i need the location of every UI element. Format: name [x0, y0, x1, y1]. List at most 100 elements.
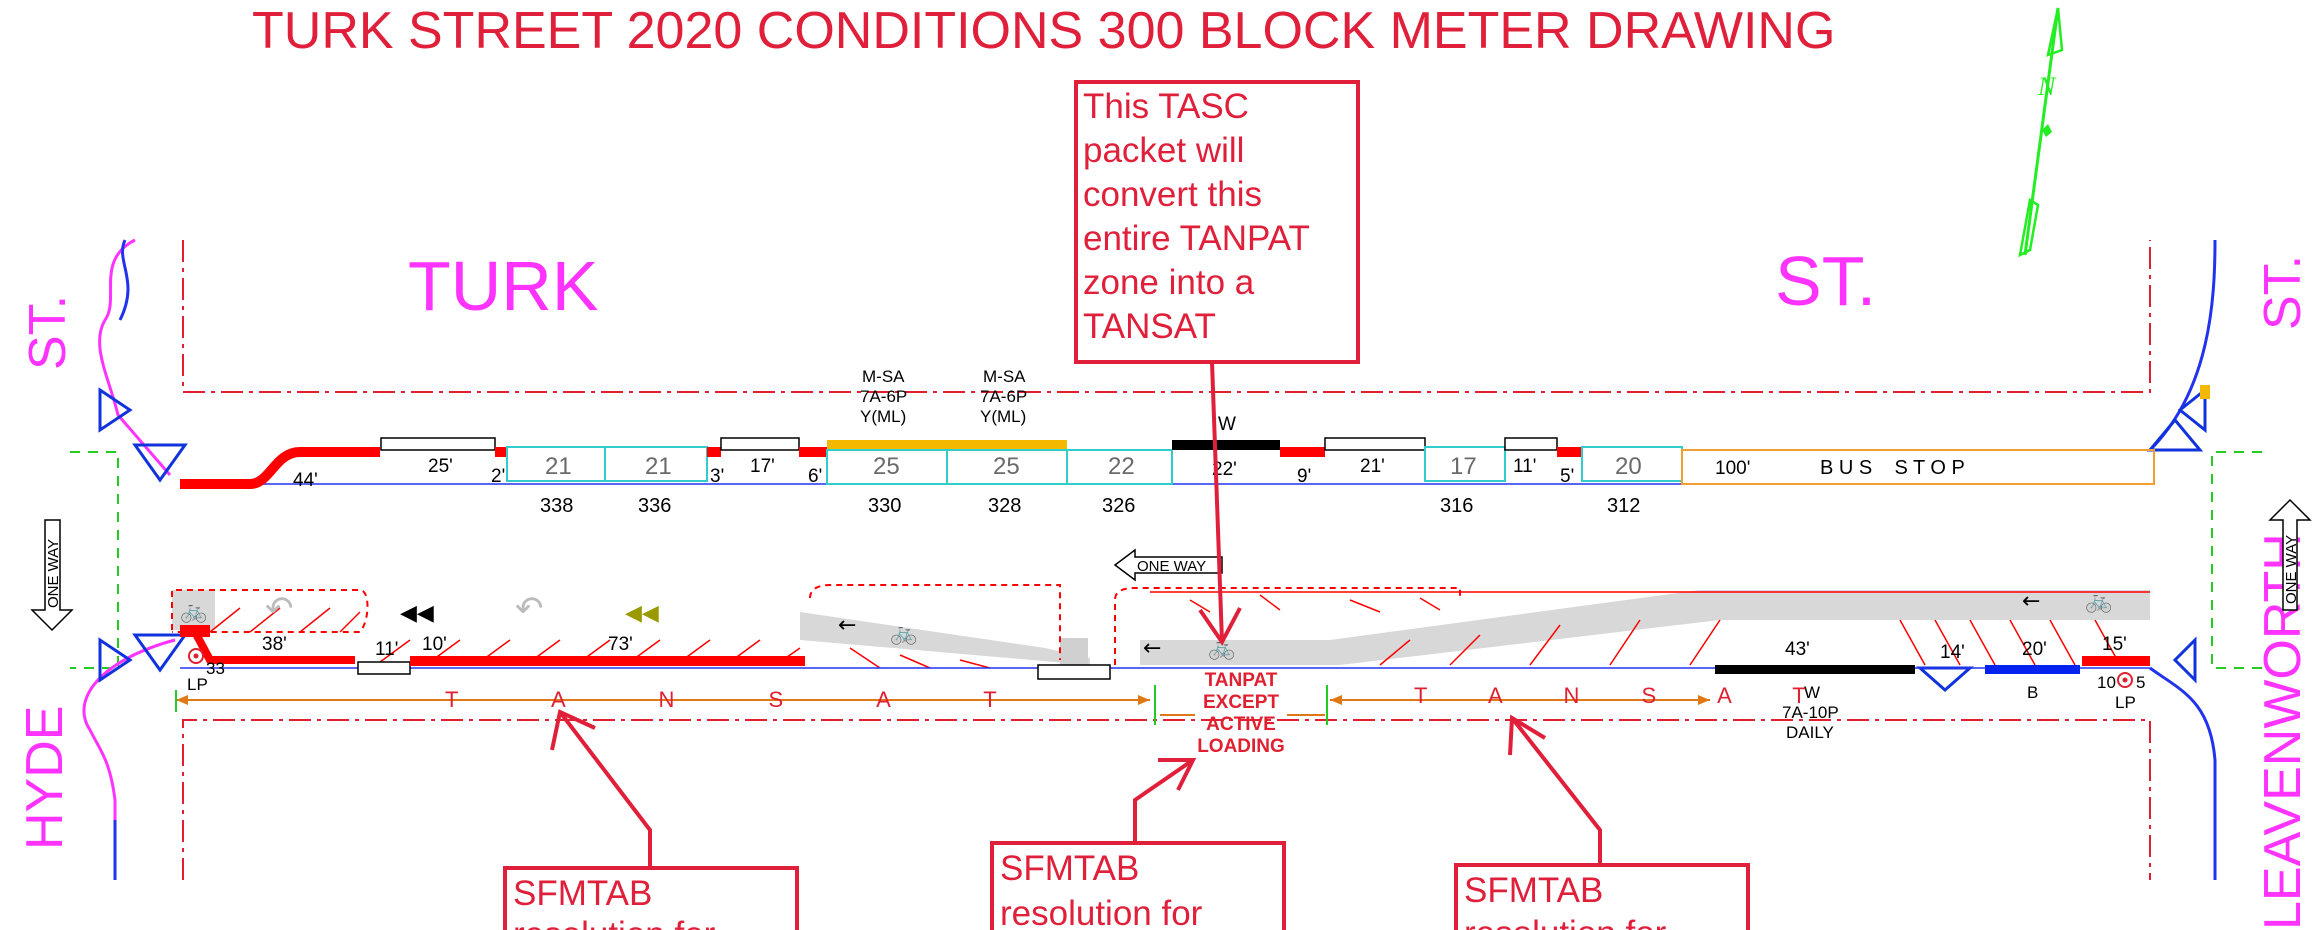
red-zone-38 [191, 630, 355, 664]
tansat-right: T A N S A T [1414, 683, 1834, 708]
svg-text:🚲: 🚲 [180, 599, 207, 624]
svg-text:43': 43' [1785, 639, 1810, 660]
svg-text:100': 100' [1715, 458, 1750, 479]
bike-lane [171, 584, 2150, 669]
property-lines [182, 240, 2151, 880]
callout-bottom-right: SFMTAB resolution for [1454, 714, 1750, 930]
one-way-icon-center: ONE WAY [1113, 548, 1223, 582]
svg-text:330: 330 [868, 495, 901, 517]
svg-text:SFMTAB: SFMTAB [513, 874, 652, 913]
svg-text:M-SA: M-SA [983, 367, 1026, 386]
svg-text:5: 5 [2136, 673, 2145, 692]
crosswalk-lines [70, 451, 2262, 669]
blue-zone-label: B [2027, 683, 2038, 702]
svg-text:44': 44' [293, 470, 318, 491]
svg-text:TANSAT: TANSAT [1083, 307, 1216, 346]
unmetered-11 [1504, 437, 1558, 451]
svg-text:resolution for: resolution for [513, 915, 716, 930]
callout-bottom-left: SFMTAB resolution for [503, 709, 799, 930]
red-2 [495, 447, 507, 457]
svg-text:TANPAT: TANPAT [1205, 670, 1278, 691]
street-hyde: HYDE [16, 706, 74, 850]
svg-text:LP: LP [2115, 693, 2136, 712]
svg-text:entire TANPAT: entire TANPAT [1083, 219, 1310, 258]
light-pole-left: 33 LP [187, 648, 225, 694]
svg-text:EXCEPT: EXCEPT [1203, 692, 1279, 713]
svg-text:14': 14' [1940, 642, 1965, 663]
svg-text:↶: ↶ [515, 589, 544, 629]
svg-text:W: W [1804, 683, 1820, 702]
svg-text:packet will: packet will [1083, 131, 1244, 170]
svg-text:7A-6P: 7A-6P [860, 387, 907, 406]
svg-text:←: ← [838, 613, 856, 638]
svg-text:Y(ML): Y(ML) [860, 407, 906, 426]
svg-text:zone into a: zone into a [1083, 263, 1255, 302]
svg-text:25': 25' [428, 456, 453, 477]
svg-text:convert this: convert this [1083, 175, 1262, 214]
meter-labels: 21 338 21 336 25 330 25 328 22 326 17 31… [540, 453, 1642, 517]
callout-top: This TASC packet will convert this entir… [1074, 80, 1360, 646]
svg-text:17': 17' [750, 456, 775, 477]
svg-text:17: 17 [1450, 453, 1477, 480]
blue-zone-south [1985, 665, 2080, 674]
meters-330-326 [826, 449, 1173, 485]
svg-text:7A-10P: 7A-10P [1782, 703, 1839, 722]
svg-text:316: 316 [1440, 495, 1473, 517]
callout-bottom-mid: SFMTAB resolution for [990, 758, 1286, 930]
yellow-zone [827, 440, 1067, 450]
svg-text:7A-6P: 7A-6P [980, 387, 1027, 406]
svg-text:←: ← [2022, 589, 2040, 614]
svg-text:◀◀: ◀◀ [625, 601, 659, 626]
svg-text:38': 38' [262, 634, 287, 655]
svg-text:Y(ML): Y(ML) [980, 407, 1026, 426]
white-zone-south-label: W 7A-10P DAILY [1782, 683, 1839, 742]
svg-text:25: 25 [993, 453, 1020, 480]
svg-text:SFMTAB: SFMTAB [1000, 849, 1139, 888]
street-hyde-st: ST. [19, 295, 77, 370]
svg-text:20: 20 [1615, 453, 1642, 480]
bike-symbol-icons: 🚲 ↶ ◀◀ ↶ ◀◀ ← 🚲 ← 🚲 ← 🚲 [180, 589, 2112, 661]
svg-text:21': 21' [1360, 456, 1385, 477]
loading-box [1037, 664, 1111, 680]
street-turk-st: ST. [1775, 242, 1876, 320]
red-south-start [180, 625, 210, 637]
svg-text:SFMTAB: SFMTAB [1464, 871, 1603, 910]
red-5 [1557, 447, 1582, 457]
svg-text:25: 25 [873, 453, 900, 480]
street-turk: TURK [408, 247, 599, 325]
svg-text:10: 10 [2097, 673, 2116, 692]
light-pole-right: 10 5 LP [2097, 672, 2145, 712]
svg-text:5': 5' [1560, 466, 1574, 487]
curb-corners [82, 238, 2217, 880]
one-way-icon-right: ONE WAY [2268, 498, 2312, 611]
svg-text:326: 326 [1102, 495, 1135, 517]
svg-text:↶: ↶ [265, 589, 294, 629]
white-zone-north-label: W [1218, 414, 1236, 435]
svg-text:11': 11' [375, 639, 398, 660]
svg-text:ONE WAY: ONE WAY [45, 539, 62, 608]
svg-text:M-SA: M-SA [862, 367, 905, 386]
meters-338-336 [506, 446, 708, 482]
svg-text:22': 22' [1212, 459, 1237, 480]
red-zone-73 [410, 656, 805, 666]
one-way-icon-left: ONE WAY [30, 519, 74, 632]
svg-text:328: 328 [988, 495, 1021, 517]
white-zone-north [1172, 440, 1280, 450]
svg-text:15': 15' [2102, 634, 2127, 655]
street-leavenworth-st: ST. [2254, 255, 2312, 330]
north-arrow-icon: N [2018, 7, 2064, 258]
red-9 [1280, 447, 1325, 457]
tansat-left: T A N S A T [445, 687, 1041, 712]
drawing-title: TURK STREET 2020 CONDITIONS 300 BLOCK ME… [252, 2, 1835, 60]
zone-dimension-lines [175, 685, 1710, 725]
south-segment-labels: 38' 11' 10' 73' 43' 14' 20' 15' [262, 634, 2127, 663]
svg-text:resolution for: resolution for [1464, 914, 1667, 930]
unmetered-17 [720, 437, 800, 451]
white-zone-south [1715, 665, 1915, 674]
svg-text:6': 6' [808, 466, 822, 487]
svg-text:20': 20' [2022, 639, 2047, 660]
north-segment-labels: 44' 25' 2' 3' 17' 6' 22' 9' 21' 11' 5' 1… [293, 456, 1750, 491]
svg-text:312: 312 [1607, 495, 1640, 517]
svg-text:resolution for: resolution for [1000, 894, 1203, 930]
